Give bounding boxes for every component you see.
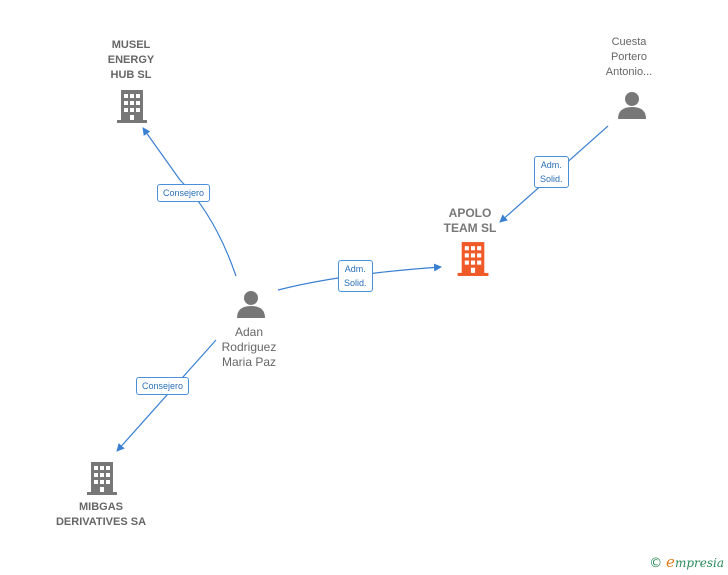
person-icon[interactable] — [617, 90, 647, 120]
building-icon[interactable] — [87, 460, 117, 496]
copyright-symbol: © — [649, 556, 663, 571]
brand-initial: e — [666, 553, 675, 571]
node-label-musel[interactable]: MUSEL ENERGY HUB SL — [107, 39, 155, 81]
edge-label-adan-mibgas: Consejero — [136, 377, 190, 395]
edge-label-adan-apolo: Adm. Solid. — [338, 260, 373, 292]
node-label-apolo[interactable]: APOLO TEAM SL — [443, 206, 497, 235]
node-label-adan[interactable]: Adan Rodriguez Maria Paz — [221, 325, 277, 369]
person-icon[interactable] — [236, 289, 266, 319]
edge-adan-mibgas — [116, 339, 217, 452]
edge-label-cuesta-apolo: Adm. Solid. — [534, 156, 569, 188]
edge-label-adan-musel: Consejero — [157, 184, 211, 202]
node-label-mibgas[interactable]: MIBGAS DERIVATIVES SA — [55, 501, 147, 528]
node-label-cuesta[interactable]: Cuesta Portero Antonio... — [605, 36, 653, 78]
empresia-logo[interactable]: © empresia — [649, 553, 724, 571]
building-icon[interactable] — [117, 88, 147, 124]
brand-name: mpresia — [674, 556, 724, 570]
edge-adan-musel — [142, 127, 237, 277]
building-icon[interactable] — [457, 240, 489, 277]
